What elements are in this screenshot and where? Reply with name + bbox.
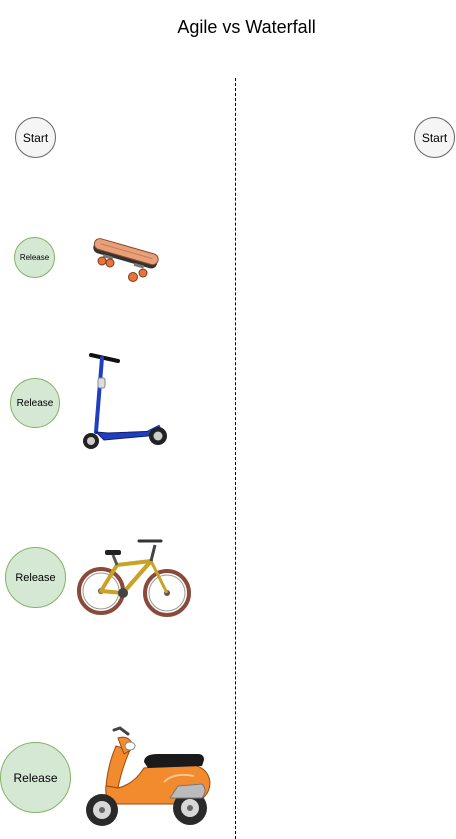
waterfall-start-node[interactable]: Start xyxy=(414,117,455,158)
agile-waterfall-divider xyxy=(235,78,236,839)
release-label-1: Release xyxy=(19,253,50,262)
bicycle-icon xyxy=(77,539,191,617)
release-node-3[interactable]: Release xyxy=(5,547,66,608)
release-node-1[interactable]: Release xyxy=(14,237,55,278)
agile-start-node[interactable]: Start xyxy=(15,117,56,158)
waterfall-start-label: Start xyxy=(421,130,448,145)
agile-start-label: Start xyxy=(22,130,49,145)
release-label-3: Release xyxy=(15,571,56,584)
release-node-4[interactable]: Release xyxy=(0,742,71,813)
motor-scooter-icon xyxy=(86,726,211,826)
skateboard-icon xyxy=(93,238,159,282)
release-label-2: Release xyxy=(16,397,54,409)
diagram-title: Agile vs Waterfall xyxy=(177,17,316,37)
release-label-4: Release xyxy=(13,770,58,785)
kick-scooter-icon xyxy=(83,353,167,449)
release-node-2[interactable]: Release xyxy=(10,378,60,428)
